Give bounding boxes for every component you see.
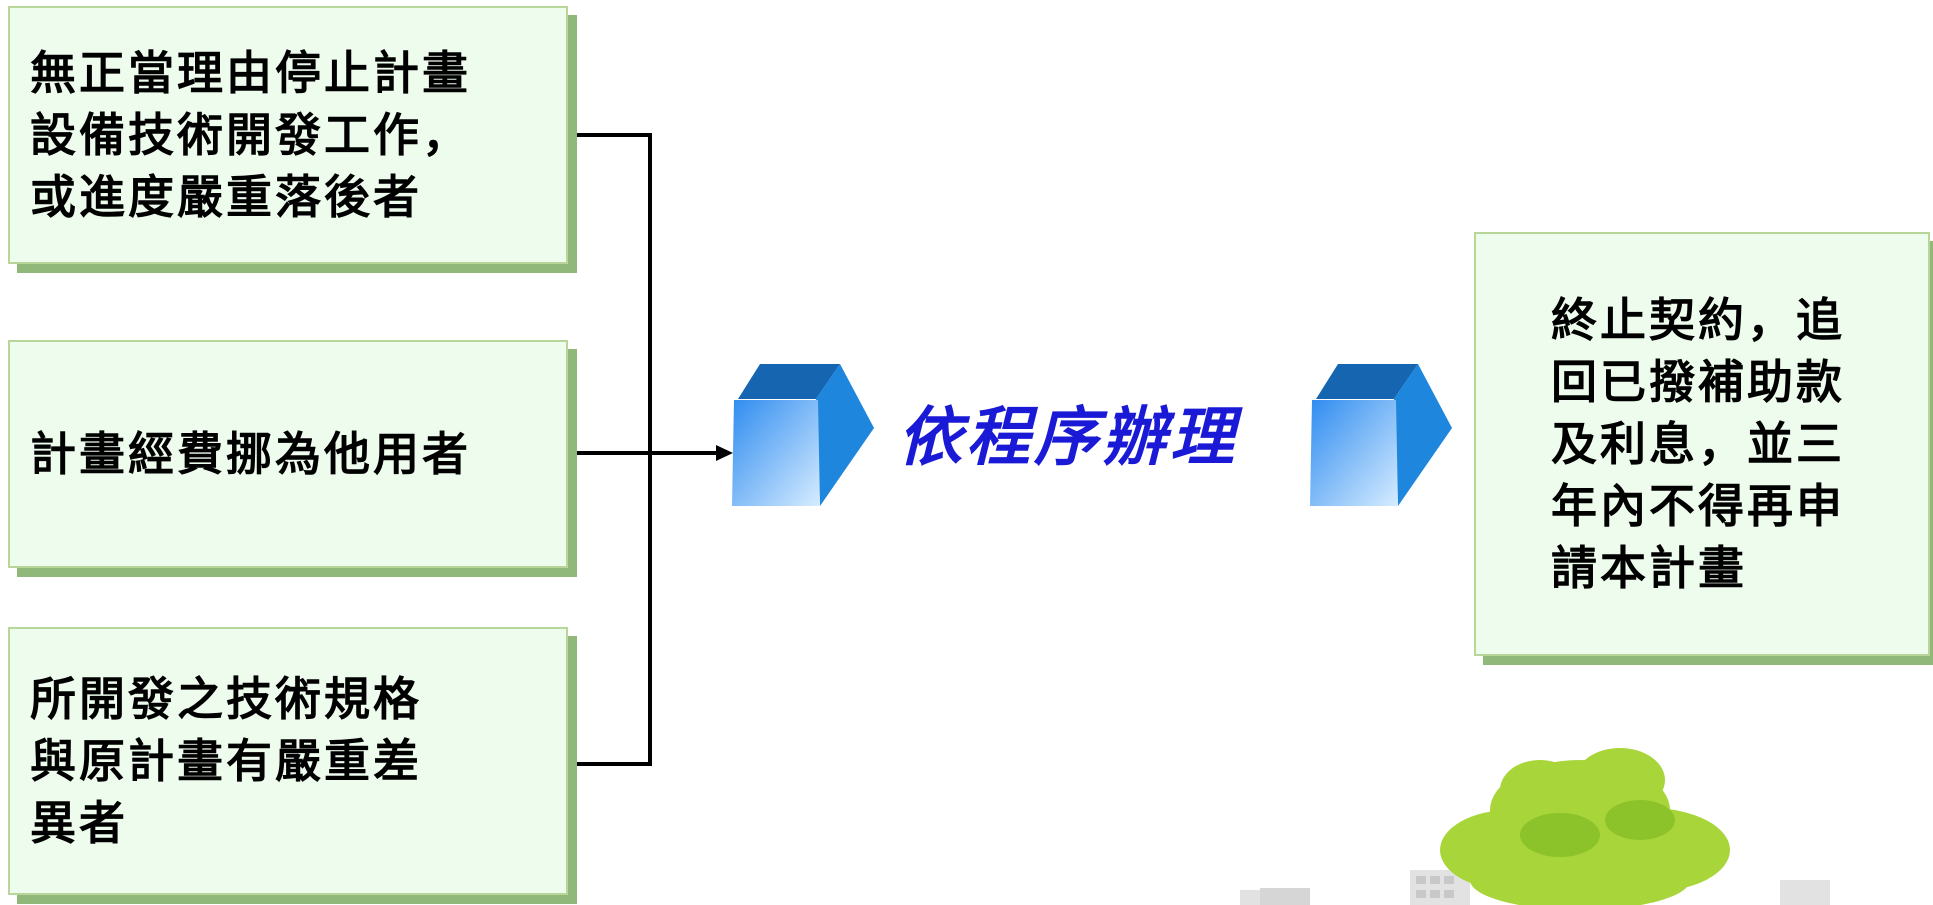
condition-text-2: 計畫經費挪為他用者 [30, 427, 471, 481]
process-label: 依程序辦理 [898, 400, 1238, 475]
condition-text-1: 無正當理由停止計畫 設備技術開發工作， 或進度嚴重落後者 [30, 46, 471, 224]
condition-box-2: 計畫經費挪為他用者 [8, 340, 568, 568]
condition-box-3: 所開發之技術規格 與原計畫有嚴重差 異者 [8, 627, 568, 895]
building-illustration [1240, 870, 1830, 905]
cube-icon [732, 364, 874, 506]
condition-text-3: 所開發之技術規格 與原計畫有嚴重差 異者 [30, 672, 422, 850]
condition-box-1: 無正當理由停止計畫 設備技術開發工作， 或進度嚴重落後者 [8, 6, 568, 264]
arrow-head-icon [716, 445, 733, 461]
result-text: 終止契約，追 回已撥補助款 及利息，並三 年內不得再申 請本計畫 [1551, 293, 1845, 595]
result-box: 終止契約，追 回已撥補助款 及利息，並三 年內不得再申 請本計畫 [1474, 232, 1930, 656]
cube-icon [1310, 364, 1452, 506]
tree-illustration [1240, 748, 1830, 905]
